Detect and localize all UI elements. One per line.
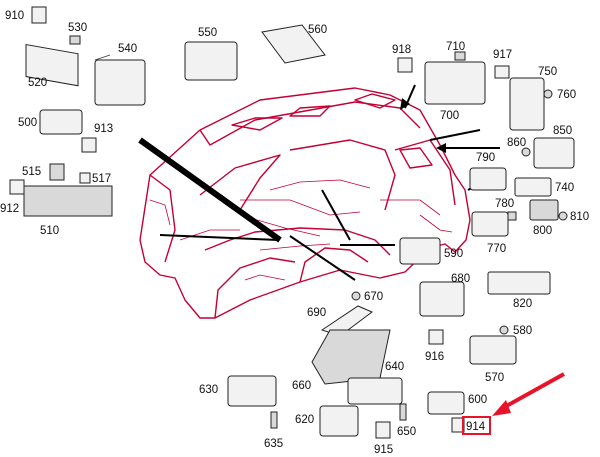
label-750: 750: [538, 66, 557, 78]
label-710: 710: [446, 41, 465, 53]
label-660: 660: [292, 380, 311, 392]
label-520: 520: [28, 77, 47, 89]
label-917: 917: [493, 49, 512, 61]
part-790: 790: [469, 152, 507, 191]
part-750: 750: [509, 66, 557, 131]
label-913: 913: [94, 123, 113, 135]
label-530: 530: [68, 22, 87, 34]
part-540: 540: [94, 43, 146, 106]
label-850: 850: [553, 125, 572, 137]
part-850: 850: [533, 125, 575, 169]
label-690: 690: [307, 307, 326, 319]
part-620: 620: [295, 405, 359, 437]
part-580: 580: [499, 325, 532, 337]
label-912: 912: [0, 203, 19, 215]
label-510: 510: [40, 225, 59, 237]
red-highlight-arrow: [492, 372, 565, 416]
part-630: 630: [199, 375, 277, 407]
part-500: 500: [18, 109, 83, 135]
part-910: 910: [5, 6, 47, 24]
label-630: 630: [199, 384, 218, 396]
label-910: 910: [5, 10, 24, 22]
part-917: 917: [493, 49, 512, 79]
label-600: 600: [468, 394, 487, 406]
label-670: 670: [364, 291, 383, 303]
highlight-box: [462, 416, 491, 435]
label-800: 800: [533, 225, 552, 237]
label-760: 760: [557, 89, 576, 101]
label-550: 550: [198, 27, 217, 39]
part-690: 690: [307, 305, 373, 337]
label-914: 914: [466, 421, 486, 433]
part-680: 680: [419, 273, 470, 317]
part-635: 635: [264, 411, 283, 450]
label-820: 820: [513, 298, 532, 310]
label-740: 740: [555, 182, 574, 194]
part-912: 912: [0, 179, 25, 215]
part-640: 640: [347, 361, 404, 405]
part-820: 820: [487, 271, 551, 310]
label-580: 580: [513, 325, 532, 337]
part-560: 560: [261, 24, 327, 64]
part-670: 670: [351, 291, 383, 303]
part-800: 800: [529, 199, 559, 237]
label-780: 780: [495, 198, 514, 210]
part-650: 650: [397, 403, 416, 438]
label-515: 515: [22, 166, 41, 178]
part-660: 660: [292, 329, 391, 392]
label-640: 640: [385, 361, 404, 373]
label-500: 500: [18, 117, 37, 129]
label-650: 650: [397, 426, 416, 438]
part-860: 860: [507, 137, 531, 157]
part-515: 515: [22, 163, 65, 181]
label-770: 770: [487, 243, 506, 255]
label-680: 680: [451, 273, 470, 285]
label-517: 517: [92, 173, 111, 185]
label-860: 860: [507, 137, 526, 149]
part-530: 530: [68, 22, 87, 45]
pointer-arrows: [138, 84, 500, 281]
label-590: 590: [444, 248, 463, 260]
part-913: 913: [81, 123, 113, 153]
label-918: 918: [392, 44, 411, 56]
label-540: 540: [118, 43, 137, 55]
label-560: 560: [308, 24, 327, 36]
label-916: 916: [425, 351, 444, 363]
vehicle-body-outline: [139, 87, 471, 319]
part-740: 740: [514, 177, 574, 197]
part-810: 810: [558, 211, 589, 223]
part-914: 914: [451, 416, 491, 435]
part-550: 550: [184, 27, 238, 81]
part-510: 510: [23, 185, 113, 237]
part-520: 520: [25, 43, 79, 89]
part-590: 590: [399, 237, 463, 265]
label-915: 915: [374, 444, 393, 456]
part-915: 915: [374, 421, 393, 456]
part-710: 710: [446, 41, 466, 61]
part-570: 570: [469, 335, 517, 384]
label-570: 570: [485, 372, 504, 384]
part-700: 700: [424, 61, 486, 122]
label-810: 810: [570, 211, 589, 223]
part-760: 760: [543, 89, 576, 101]
part-918: 918: [392, 44, 413, 73]
label-790: 790: [476, 152, 495, 164]
part-770: 770: [471, 211, 509, 255]
label-620: 620: [295, 414, 314, 426]
label-635: 635: [264, 438, 283, 450]
part-600: 600: [427, 391, 487, 415]
part-517: 517: [79, 172, 111, 185]
label-700: 700: [440, 110, 459, 122]
part-916: 916: [425, 329, 444, 363]
